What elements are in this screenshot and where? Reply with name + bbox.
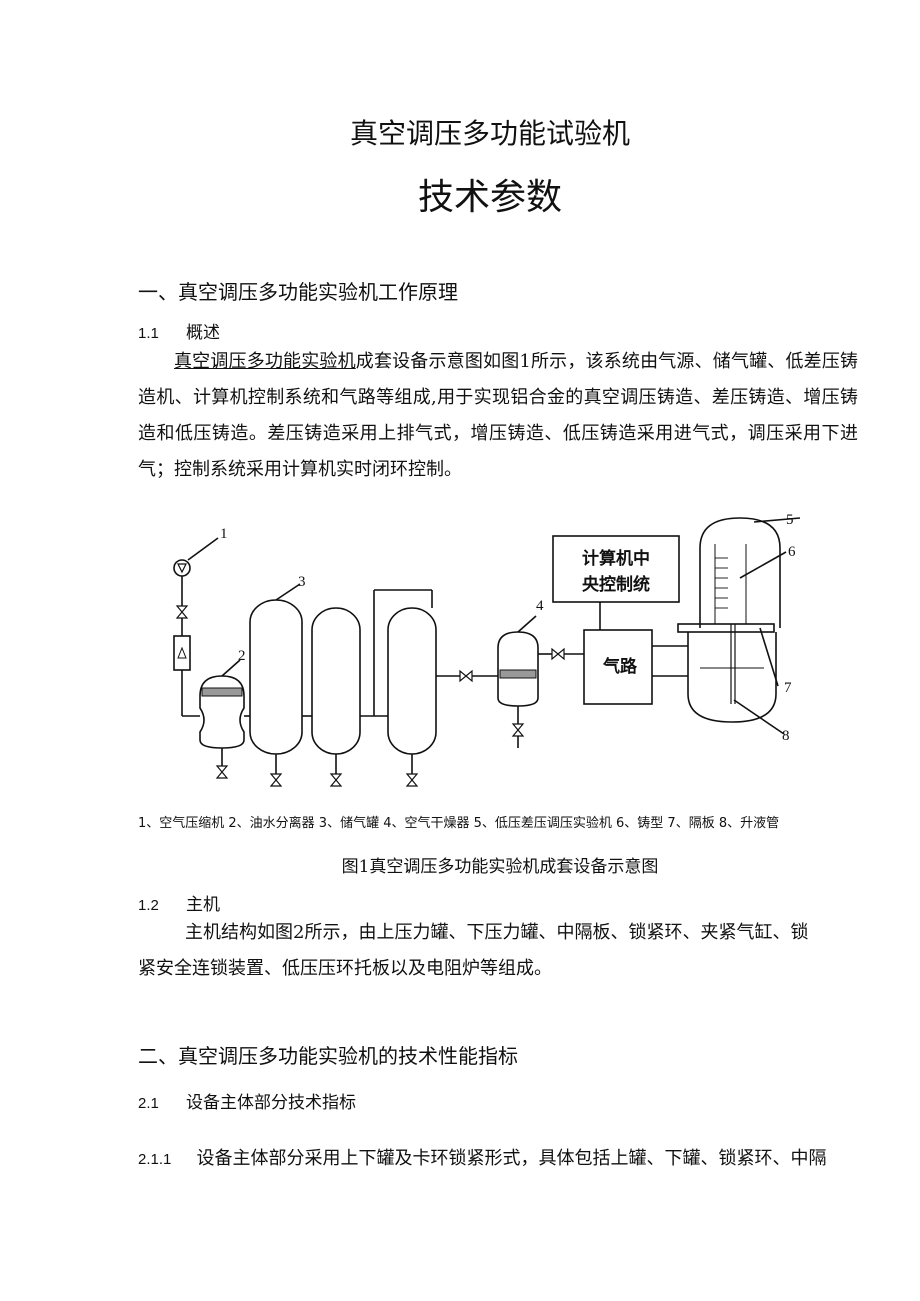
subsection-2-1-1: 2.1.1 设备主体部分采用上下罐及卡环锁紧形式，具体包括上罐、下罐、锁紧环、中… <box>138 1144 826 1170</box>
label-8: 8 <box>782 728 790 744</box>
compressor-icon <box>173 559 191 577</box>
product-link[interactable]: 真空调压多功能实验机 <box>174 351 356 372</box>
figure-caption: 图1真空调压多功能实验机成套设备示意图 <box>341 857 659 877</box>
overview-paragraph: 真空调压多功能实验机成套设备示意图如图1所示，该系统由气源、储气罐、低差压铸造机… <box>138 344 858 488</box>
section2-heading: 二、真空调压多功能实验机的技术性能指标 <box>138 1044 518 1068</box>
subsection-1-1-heading: 1.1 概述 <box>138 318 220 343</box>
main-unit-text-line1: 主机结构如图2所示，由上压力罐、下压力罐、中隔板、锁紧环、夹紧气缸、锁 <box>185 922 809 943</box>
label-1: 1 <box>220 526 228 542</box>
subsection-number: 1.2 <box>138 897 159 914</box>
control-box-label-line2: 央控制统 <box>582 574 650 594</box>
subsection-1-2-heading: 1.2 主机 <box>138 890 220 915</box>
section1-heading: 一、真空调压多功能实验机工作原理 <box>138 280 458 304</box>
overview-text: 成套设备示意图如图1所示，该系统由气源、储气罐、低差压铸造机、计算机控制系统和气… <box>138 351 859 480</box>
subsection-number: 2.1.1 <box>138 1151 172 1168</box>
document-title: 真空调压多功能试验机 <box>349 117 630 150</box>
subsection-number: 1.1 <box>138 325 159 342</box>
label-5: 5 <box>786 512 794 528</box>
subsection-2-1-heading: 2.1 设备主体部分技术指标 <box>138 1088 356 1113</box>
label-7: 7 <box>784 680 792 696</box>
label-6: 6 <box>788 544 796 560</box>
subsection-title: 设备主体部分技术指标 <box>185 1093 356 1113</box>
control-box-label-line1: 计算机中 <box>582 548 650 568</box>
equipment-diagram: 1 2 3 4 5 6 7 8 计算机中 央控制统 气路 <box>173 512 801 787</box>
document-subtitle: 技术参数 <box>417 177 562 218</box>
main-unit-text-line2: 紧安全连锁装置、低压压环托板以及电阻炉等组成。 <box>138 958 552 979</box>
label-4: 4 <box>536 598 544 614</box>
subsection-title: 主机 <box>185 895 220 915</box>
subsection-title: 概述 <box>185 323 220 343</box>
gas-box-label: 气路 <box>602 656 638 676</box>
label-2: 2 <box>238 648 246 664</box>
label-3: 3 <box>298 574 306 590</box>
subsection-number: 2.1 <box>138 1095 159 1112</box>
figure-legend: 1、空气压缩机 2、油水分离器 3、储气罐 4、空气干燥器 5、低压差压调压实验… <box>138 816 780 831</box>
subsection-text: 设备主体部分采用上下罐及卡环锁紧形式，具体包括上罐、下罐、锁紧环、中隔 <box>196 1148 827 1169</box>
